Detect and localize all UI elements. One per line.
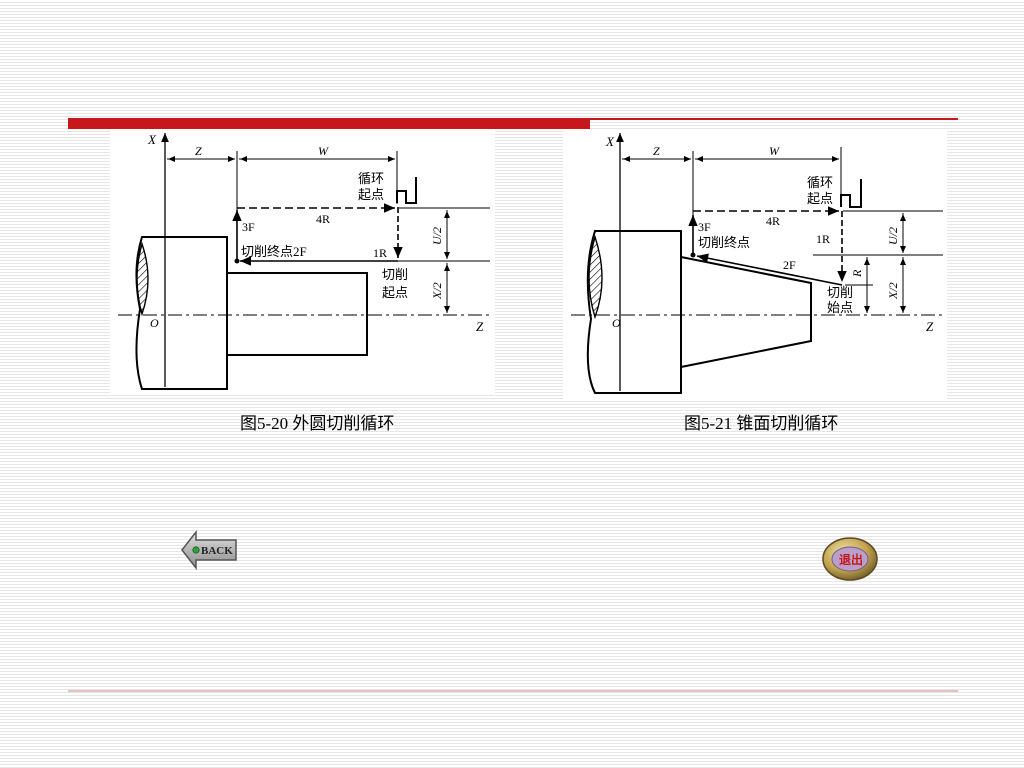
dim-r-label: R <box>850 269 864 278</box>
dim-u2-label: U/2 <box>430 227 444 245</box>
step-3f-label: 3F <box>242 220 255 234</box>
hatched-section <box>136 241 149 317</box>
step-1r-label: 1R <box>373 246 387 260</box>
x-axis-label: X <box>147 132 157 147</box>
back-button[interactable]: BACK <box>180 528 240 572</box>
cut-end-label: 切削终点2F <box>241 244 307 259</box>
dim-x2-label: X/2 <box>430 282 444 300</box>
step-3f-label: 3F <box>698 220 711 234</box>
dim-z-label: Z <box>653 144 660 158</box>
workpiece-shaft <box>226 272 368 356</box>
dim-w-label: W <box>769 144 780 158</box>
cycle-start-label-2: 起点 <box>358 187 384 202</box>
exit-icon: 退出 <box>822 537 878 581</box>
origin-label: O <box>612 316 621 330</box>
cut-start-label-2: 起点 <box>382 285 408 300</box>
step-4r-label: 4R <box>316 212 330 226</box>
cut-start-label-1: 切削 <box>827 285 853 300</box>
title-accent-line <box>590 118 958 120</box>
exit-label: 退出 <box>839 552 863 567</box>
exit-button[interactable]: 退出 <box>821 536 879 582</box>
cutting-tool <box>396 177 417 204</box>
dim-x2-label: X/2 <box>886 282 900 300</box>
cycle-start-label-1: 循环 <box>358 171 384 186</box>
caption-figure-5-21: 图5-21 锥面切削循环 <box>684 414 839 433</box>
figure-taper-cutting-cycle: X Z O Z W 循环 起点 3F 4R 1R 2F 切削终点 切削 始点 <box>563 129 947 400</box>
origin-label: O <box>150 316 159 330</box>
dim-u2-label: U/2 <box>886 227 900 245</box>
x-axis-label: X <box>605 134 615 149</box>
cut-end-label: 切削终点 <box>698 235 750 250</box>
cut-start-label-1: 切削 <box>382 267 408 282</box>
cut-end-point <box>234 258 240 264</box>
back-label: BACK <box>201 545 233 557</box>
figure-outer-cutting-cycle: X Z O Z W 循环 起点 3F 4R 1R 切削终点2F 切削 起点 <box>110 129 495 395</box>
cut-start-label-2: 始点 <box>827 300 853 315</box>
workpiece-taper <box>680 256 812 368</box>
z-axis-label: Z <box>476 319 484 334</box>
diagram-outer-cutting-cycle: X Z O Z W 循环 起点 3F 4R 1R 切削终点2F 切削 起点 <box>118 132 490 390</box>
dim-z-label: Z <box>195 144 202 158</box>
path-2f <box>696 253 843 286</box>
caption-figure-5-20: 图5-20 外圆切削循环 <box>240 414 395 433</box>
cycle-start-label-1: 循环 <box>807 175 833 190</box>
footer-divider <box>68 690 958 692</box>
cycle-start-label-2: 起点 <box>807 191 833 206</box>
cutting-tool <box>840 179 862 208</box>
workpiece-chuck-section <box>135 236 228 390</box>
hatched-section <box>588 234 603 320</box>
diagram-taper-cutting-cycle: X Z O Z W 循环 起点 3F 4R 1R 2F 切削终点 切削 始点 <box>571 133 943 394</box>
cut-end-point <box>690 252 696 258</box>
step-2f-label: 2F <box>783 258 796 272</box>
step-4r-label: 4R <box>766 214 780 228</box>
step-1r-label: 1R <box>816 232 830 246</box>
dim-w-label: W <box>318 144 329 158</box>
z-axis-label: Z <box>926 319 934 334</box>
back-arrow-icon: BACK <box>181 529 237 571</box>
workpiece-chuck-section <box>586 230 682 394</box>
title-accent-bar <box>68 118 590 129</box>
